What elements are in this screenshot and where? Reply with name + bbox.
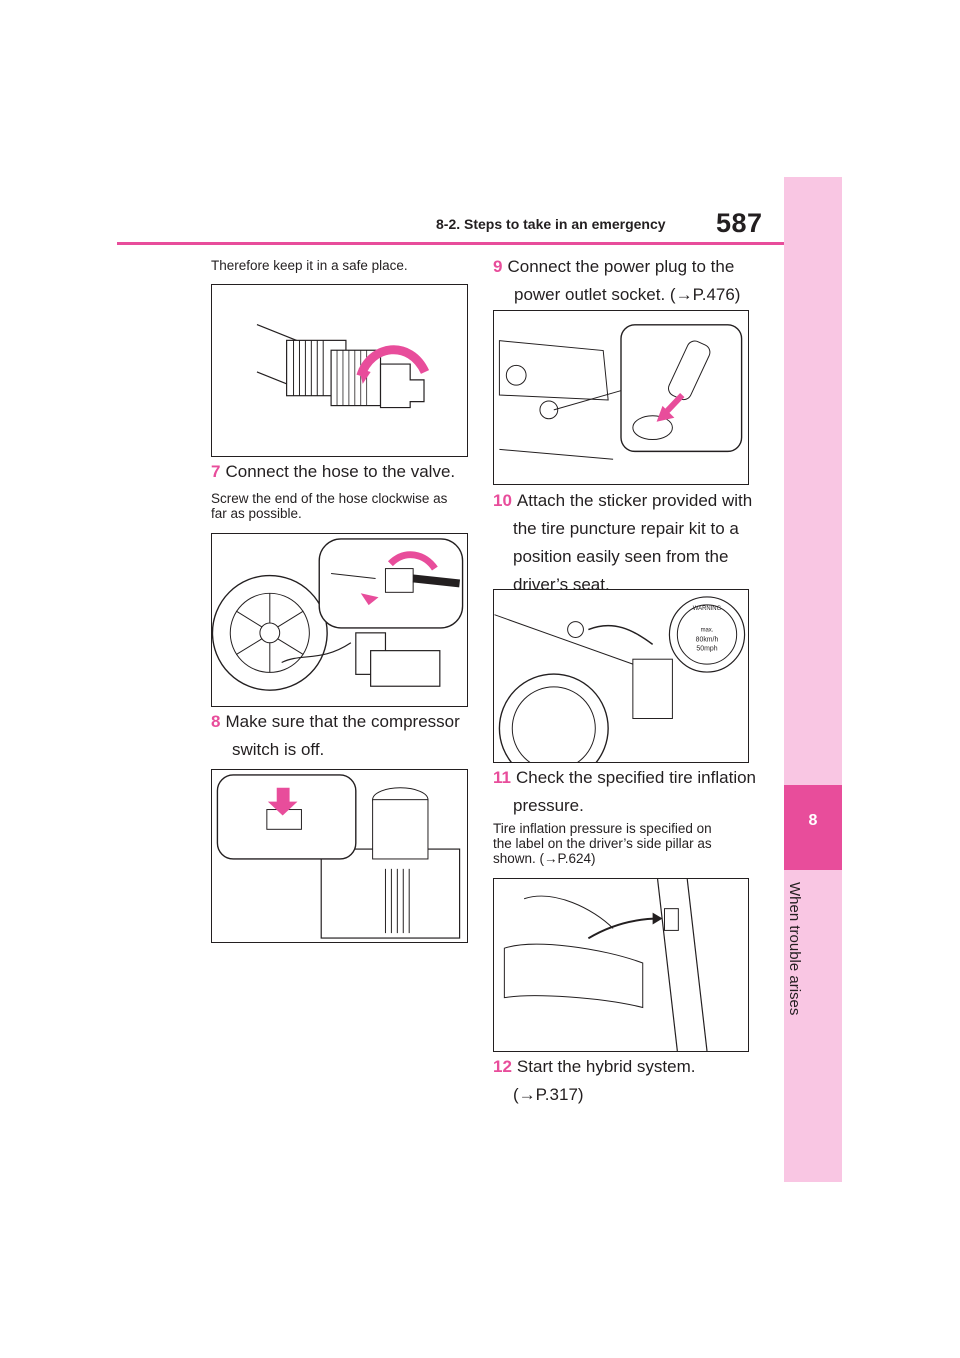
step-10-line-2: the tire puncture repair kit to a (513, 519, 739, 538)
step-9-line-1: Connect the power plug to the (507, 257, 735, 276)
step-10-line-1: Attach the sticker provided with (516, 491, 753, 510)
step-7-note-line-2: far as possible. (211, 506, 302, 521)
header-rule (117, 242, 784, 245)
step-12-line-1: Start the hybrid system. (516, 1057, 696, 1076)
chapter-tab (784, 177, 842, 1182)
step-7-note-line-1: Screw the end of the hose clockwise as (211, 491, 448, 506)
step-8-line-1: Make sure that the compressor (225, 712, 460, 731)
step-7-number: 7 (211, 462, 221, 481)
figure-sticker-dashboard: WARNING max. 80km/h 50mph (493, 589, 749, 763)
step-11-number: 11 (493, 768, 511, 787)
sticker-mph: 50mph (696, 645, 717, 652)
sticker-warning: WARNING (693, 606, 722, 612)
intro-text: Therefore keep it in a safe place. (211, 258, 408, 273)
step-12-number: 12 (493, 1057, 512, 1076)
step-9-number: 9 (493, 257, 503, 276)
step-8-number: 8 (211, 712, 221, 731)
figure-valve-cap (211, 284, 468, 457)
step-11-note-line-2: the label on the driver’s side pillar as (493, 836, 712, 851)
chapter-title: When trouble arises (786, 882, 803, 1016)
figure-power-plug (493, 310, 749, 485)
chapter-number-box (784, 785, 842, 870)
page-number: 587 (716, 208, 763, 238)
figure-pillar-label (493, 878, 749, 1052)
step-11-note-line-1: Tire inflation pressure is specified on (493, 821, 712, 836)
step-11-note: Tire inflation pressure is specified on … (493, 821, 712, 866)
figure-hose-valve (211, 533, 468, 707)
step-8-line-2: switch is off. (232, 740, 325, 759)
step-11-line-2: pressure. (513, 796, 584, 815)
step-11-line-1: Check the specified tire inflation (515, 768, 757, 787)
section-title: 8-2. Steps to take in an emergency (436, 216, 666, 232)
chapter-title-vertical: When trouble arises (768, 882, 858, 1022)
step-7-text: Connect the hose to the valve. (225, 462, 456, 481)
step-12-line-2: (→P.317) (513, 1085, 584, 1104)
step-10-line-3: position easily seen from the (513, 547, 729, 566)
step-9-line-2: power outlet socket. (→P.476) (514, 285, 741, 304)
figure-compressor-switch (211, 769, 468, 943)
step-7-note: Screw the end of the hose clockwise as f… (211, 491, 447, 521)
step-10-number: 10 (493, 491, 512, 510)
chapter-number: 8 (808, 812, 818, 829)
step-11-note-line-3: shown. (→P.624) (493, 851, 596, 866)
sticker-kmh: 80km/h (696, 636, 719, 643)
sticker-max: max. (701, 628, 714, 634)
